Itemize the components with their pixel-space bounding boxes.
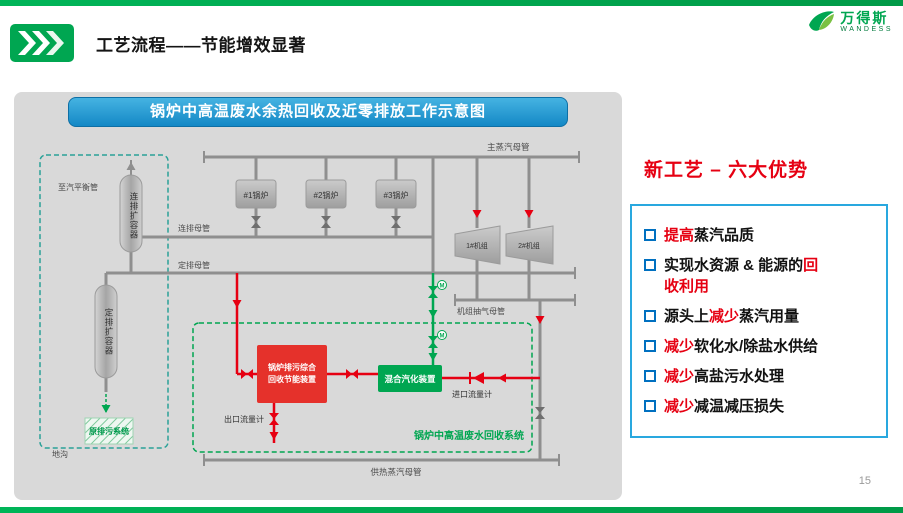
advantage-item: 源头上减少蒸汽用量 — [644, 306, 876, 327]
unit1-label: 1#机组 — [466, 241, 488, 250]
bullet-square-icon — [644, 229, 656, 241]
bullet-square-icon — [644, 310, 656, 322]
mixing-vaporizer: 混合汽化装置 — [378, 365, 442, 392]
advantage-item: 减少高盐污水处理 — [644, 366, 876, 387]
turbine-units: 1#机组 2#机组 — [454, 225, 554, 265]
advantage-text: 减少软化水/除盐水供给 — [664, 338, 819, 355]
advantages-box: 提高蒸汽品质 实现水资源 & 能源的回收利用 源头上减少蒸汽用量 减少软化水/除… — [630, 204, 888, 438]
advantages-list: 提高蒸汽品质 实现水资源 & 能源的回收利用 源头上减少蒸汽用量 减少软化水/除… — [644, 225, 876, 417]
bullet-square-icon — [644, 259, 656, 271]
advantage-item: 减少软化水/除盐水供给 — [644, 336, 876, 357]
logo-name: 万得斯 — [840, 9, 889, 26]
advantage-text: 源头上减少蒸汽用量 — [664, 308, 800, 325]
motor-label: M — [440, 334, 445, 340]
recovery-system-label: 锅炉中高温废水回收系统 — [414, 429, 524, 442]
diagram-panel: 锅炉中高温废水余热回收及近零排放工作示意图 — [14, 92, 622, 500]
top-green-strip — [0, 0, 903, 6]
trench-label: 地沟 — [52, 449, 68, 459]
up-arrow-icon — [126, 162, 136, 170]
boiler3-label: #3锅炉 — [384, 190, 409, 200]
cont-blowdown-header-label: 连排母管 — [178, 223, 210, 233]
blowdown-tanks — [94, 174, 143, 379]
logo-subtitle: WANDESS — [840, 25, 893, 33]
advantage-text: 减少减温减压损失 — [664, 398, 785, 415]
inlet-meter-label: 进口流量计 — [452, 389, 492, 399]
bullet-square-icon — [644, 340, 656, 352]
advantages-panel: 新工艺 – 六大优势 提高蒸汽品质 实现水资源 & 能源的回收利用 源头上减少蒸… — [630, 158, 888, 438]
check-valve-icon — [469, 372, 484, 384]
advantages-heading: 新工艺 – 六大优势 — [644, 160, 809, 181]
unit2-label: 2#机组 — [518, 241, 540, 250]
cont-blowdown-tank-label: 连排扩容器 — [129, 192, 139, 240]
extraction-header-label: 机组抽气母管 — [457, 306, 505, 316]
chevrons-icon — [18, 31, 64, 55]
boiler2-label: #2锅炉 — [314, 190, 339, 200]
bullet-square-icon — [644, 400, 656, 412]
motor-valve-icons: M M — [437, 280, 447, 340]
bottom-green-strip — [0, 507, 903, 513]
period-blowdown-tank-label: 定排扩容器 — [104, 308, 114, 356]
balance-pipe-label: 至汽平衡管 — [58, 182, 98, 192]
boilers: #1锅炉 #2锅炉 #3锅炉 — [235, 179, 417, 209]
advantage-item: 减少减温减压损失 — [644, 396, 876, 417]
wandess-logo-icon — [809, 11, 835, 31]
recovery-device-label-line1: 锅炉排污综合 — [267, 362, 317, 372]
process-diagram: M M #1锅炉 #2锅炉 — [39, 142, 580, 477]
boiler1-label: #1锅炉 — [244, 190, 269, 200]
original-blowdown-label: 原排污系统 — [89, 426, 129, 436]
pipe-labels: 主蒸汽母管 连排母管 定排母管 机组抽气母管 至汽平衡管 地沟 出口流量计 进口… — [52, 142, 530, 477]
left-blowdown-zone — [39, 154, 169, 449]
diagram-title-banner: 锅炉中高温废水余热回收及近零排放工作示意图 — [68, 97, 568, 127]
advantage-text: 实现水资源 & 能源的回收利用 — [664, 257, 819, 295]
outlet-meter-label: 出口流量计 — [224, 414, 264, 424]
bullet-square-icon — [644, 370, 656, 382]
chevron-badge-icon — [10, 24, 74, 62]
main-steam-header-label: 主蒸汽母管 — [487, 142, 530, 152]
pipe-end-caps — [203, 151, 580, 466]
original-blowdown-system: 原排污系统 — [84, 417, 134, 445]
recovery-device-label-line2: 回收节能装置 — [268, 374, 316, 384]
advantage-text: 提高蒸汽品质 — [664, 227, 755, 244]
motor-label: M — [440, 284, 445, 290]
advantage-item: 实现水资源 & 能源的回收利用 — [644, 255, 876, 297]
wandess-logo: 万得斯 WANDESS — [806, 8, 893, 36]
mixer-label: 混合汽化装置 — [384, 374, 436, 384]
advantage-text: 减少高盐污水处理 — [664, 368, 785, 385]
page-number: 15 — [858, 475, 871, 487]
page-title: 工艺流程——节能增效显著 — [96, 36, 306, 55]
recovery-device: 锅炉排污综合 回收节能装置 — [257, 345, 327, 403]
advantage-item: 提高蒸汽品质 — [644, 225, 876, 246]
period-blowdown-header-label: 定排母管 — [178, 260, 210, 270]
recovery-system-zone — [192, 322, 533, 453]
heating-steam-header-label: 供热蒸汽母管 — [370, 467, 421, 477]
